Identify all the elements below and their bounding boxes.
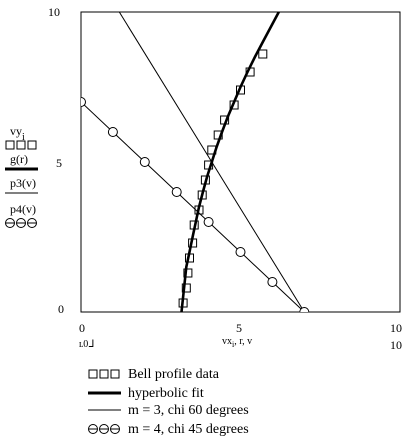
y-expr-vy: vyi	[10, 124, 25, 144]
series-layer	[81, 12, 310, 312]
x-tick-label-5: 5	[236, 321, 242, 335]
data-point-square-1	[181, 283, 191, 293]
legend-label-m3: m = 3, chi 60 degrees	[128, 403, 249, 418]
y-tick-label-10: 10	[48, 5, 60, 19]
x-tick-label-0: 0	[79, 321, 85, 335]
plot-frame	[80, 11, 401, 313]
data-point-circle-4	[203, 217, 214, 227]
y-expr-p4: p4(v)	[10, 202, 36, 216]
legend-square-markers	[88, 369, 120, 379]
y-tick-label-5: 5	[56, 156, 62, 170]
data-point-circle-1	[107, 127, 118, 137]
x-tick-label-10: 10	[390, 321, 402, 335]
legend-thick-line	[88, 391, 121, 395]
y-legend-thin-line	[5, 192, 38, 194]
data-point-circle-2	[139, 157, 150, 167]
series-3	[81, 97, 310, 312]
data-point-circle-5	[235, 247, 246, 257]
data-point-circle-6	[267, 277, 278, 287]
legend-circle-markers	[88, 424, 120, 434]
legend-label-bell-profile: Bell profile data	[128, 367, 219, 382]
data-point-circle-3	[171, 187, 182, 197]
series-0	[178, 49, 268, 308]
y-expr-g: g(r)	[10, 152, 28, 166]
series-1	[180, 12, 280, 312]
series-line-2	[118, 12, 305, 312]
data-point-square-2	[183, 268, 193, 278]
x-range-max-label: 10	[390, 338, 402, 352]
x-axis-label: vxi, r, v	[222, 336, 253, 349]
data-point-circle-0	[81, 97, 86, 107]
legend-label-m4: m = 4, chi 45 degrees	[128, 422, 249, 437]
series-line-1	[180, 12, 280, 312]
series-2	[118, 12, 305, 312]
y-legend-square-markers	[5, 140, 37, 150]
y-legend-thick-line	[5, 167, 38, 171]
data-point-circle-7	[299, 307, 310, 312]
data-point-square-16	[258, 49, 268, 59]
x-range-min-label: ʟ0ᒧ	[79, 339, 95, 350]
legend-thin-line	[88, 409, 121, 411]
y-tick-label-0: 0	[58, 302, 64, 316]
legend-label-hyperbolic-fit: hyperbolic fit	[128, 386, 204, 401]
y-expr-p3: p3(v)	[10, 176, 36, 190]
series-line-3	[81, 101, 305, 312]
y-legend-circle-markers	[5, 218, 37, 228]
